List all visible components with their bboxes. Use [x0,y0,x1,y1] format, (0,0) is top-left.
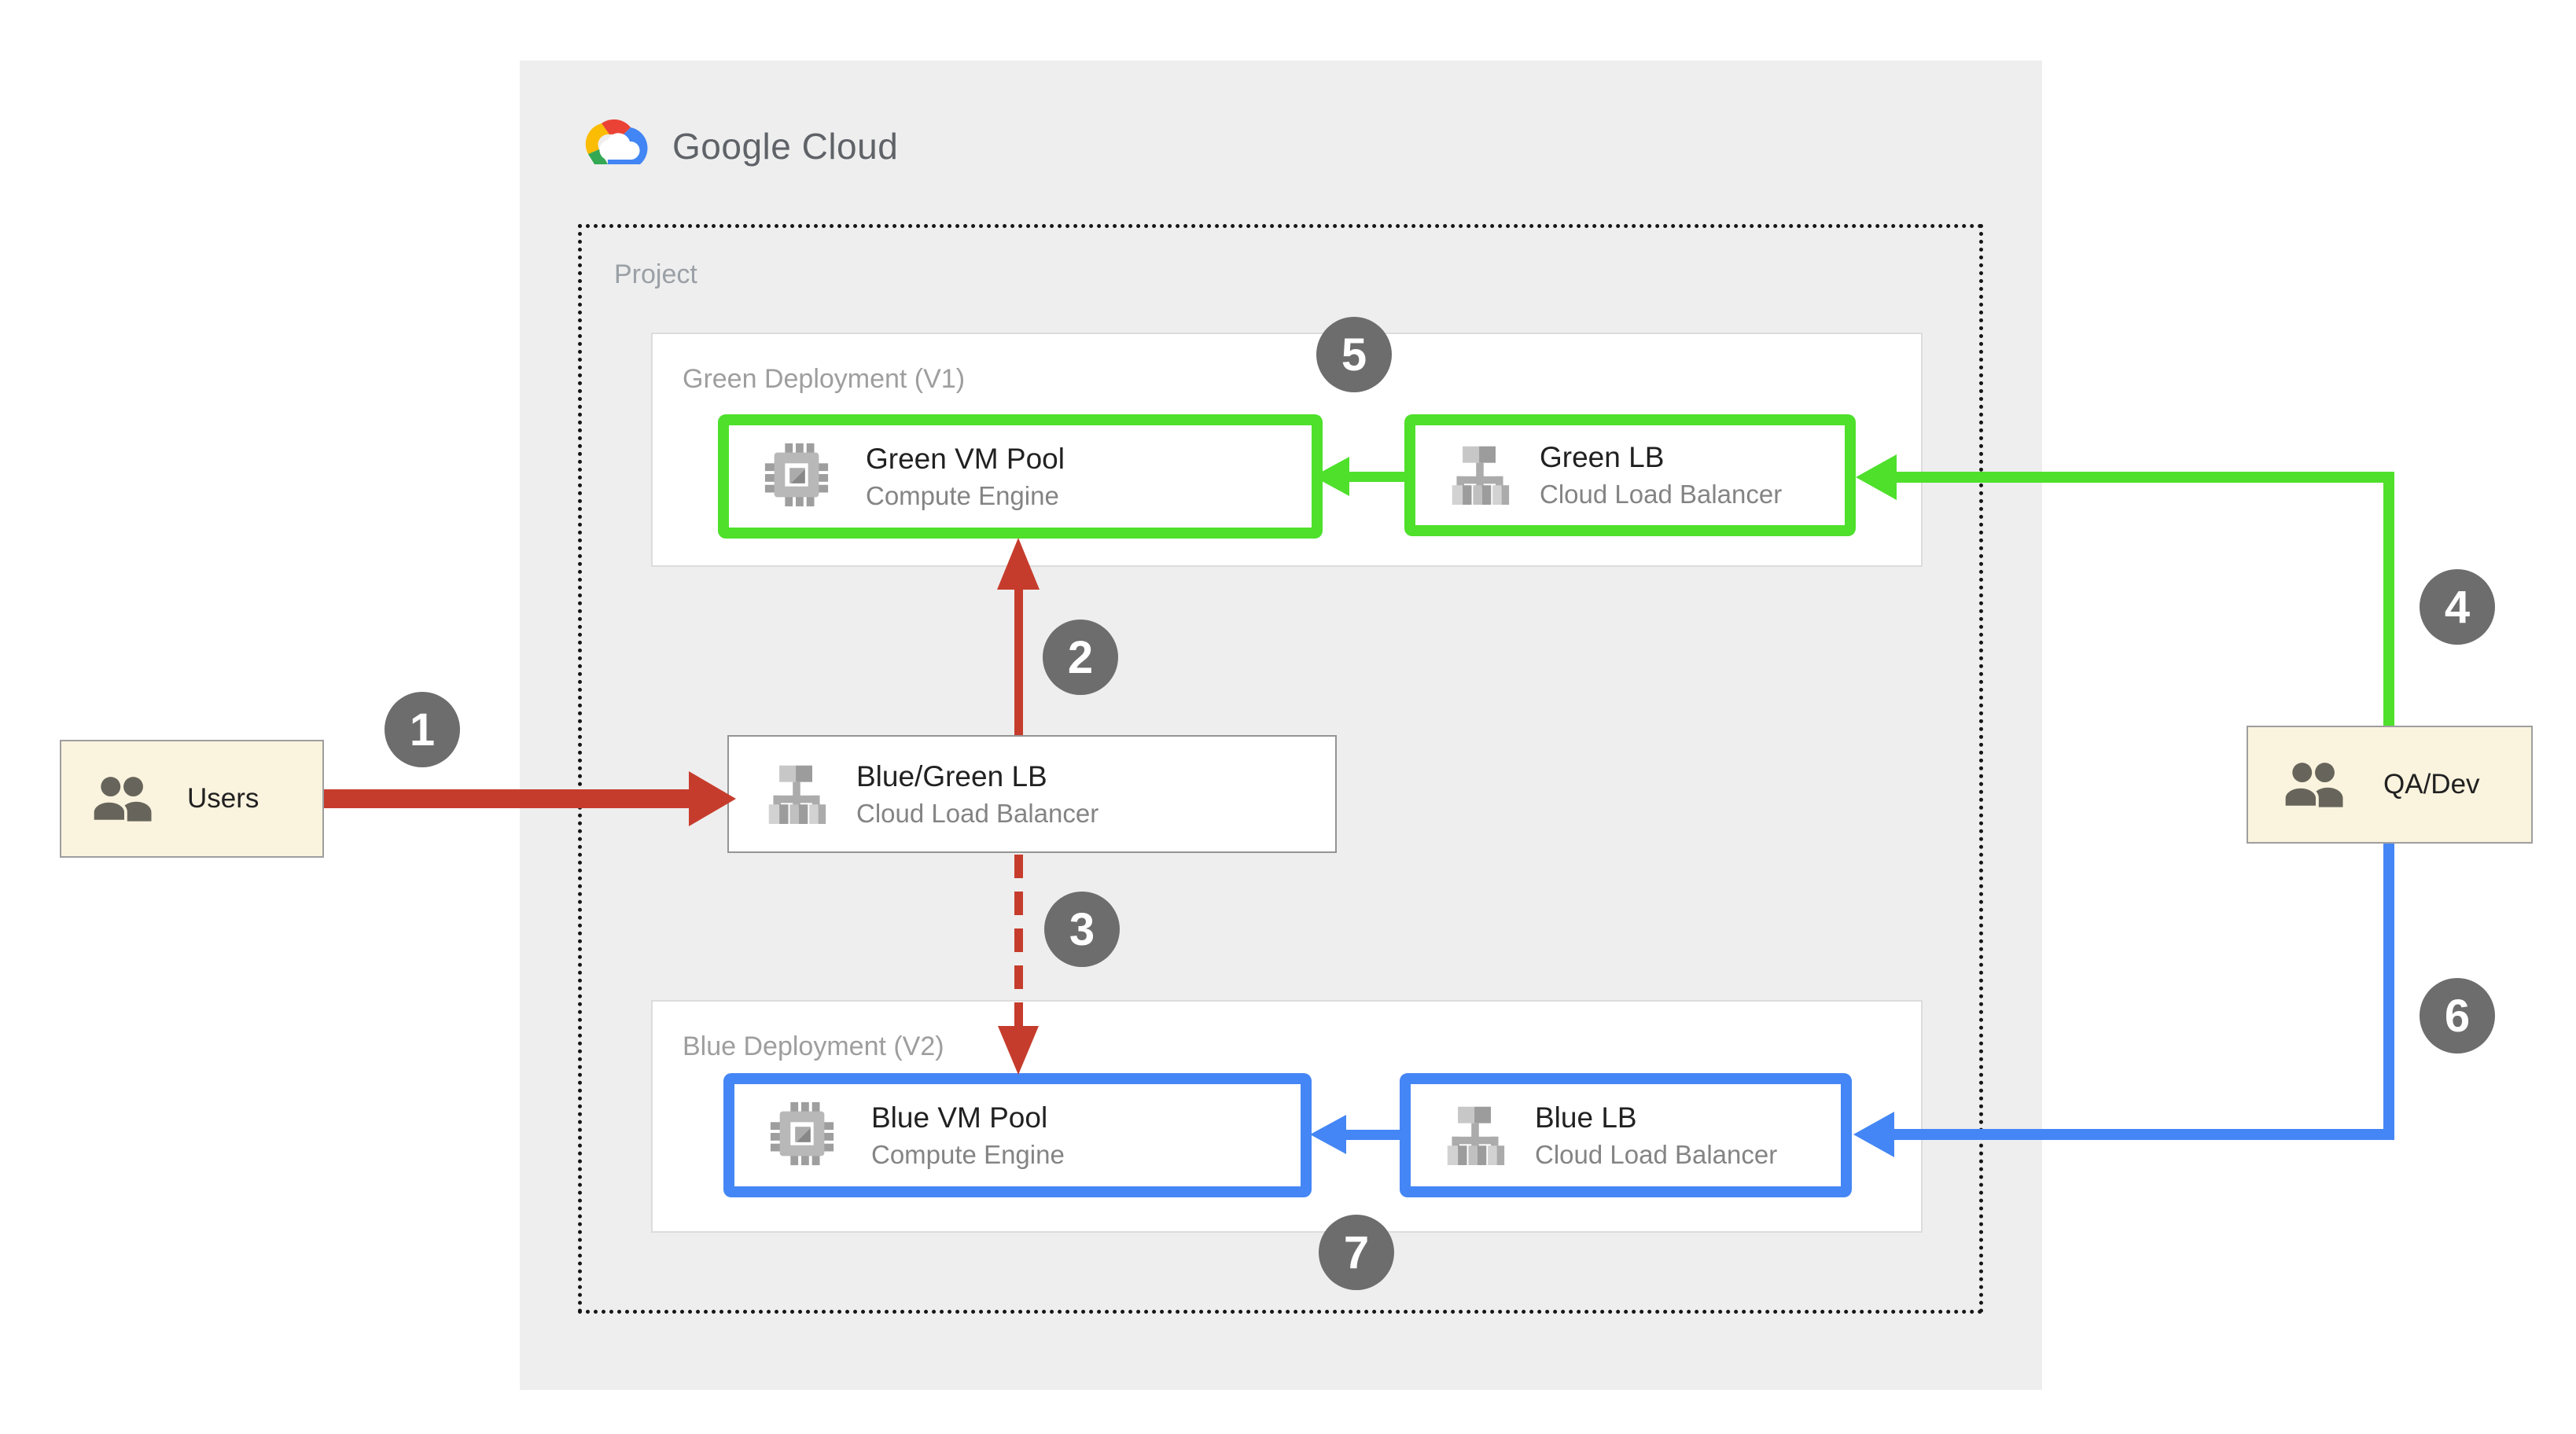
qa-dev-label: QA/Dev [2383,769,2480,800]
google-cloud-logo-text: Google Cloud [672,125,899,167]
qa-to-green-lb-vertical-line [2383,472,2394,726]
green-vm-pool-node: Green VM Pool Compute Engine [718,414,1323,539]
users-label: Users [187,783,259,814]
lb-to-blue-vm-arrow-head [998,1026,1039,1075]
users-actor-box: Users [60,740,324,858]
qa-to-blue-lb-vertical-line [2383,844,2394,1140]
load-balancer-icon [1444,442,1516,509]
blue-lb-subtitle: Cloud Load Balancer [1535,1139,1778,1169]
green-vm-pool-title: Green VM Pool [866,442,1065,475]
blue-lb-node: Blue LB Cloud Load Balancer [1400,1073,1852,1197]
google-cloud-logo-icon [578,112,657,180]
qa-dev-actor-box: QA/Dev [2247,726,2533,844]
lb-to-blue-vm-dashed-line [1014,855,1023,1026]
users-icon [2280,755,2352,815]
step-badge-4: 4 [2420,569,2495,645]
google-cloud-logo: Google Cloud [578,112,898,180]
load-balancer-icon [760,761,833,828]
blue-vm-pool-subtitle: Compute Engine [871,1139,1065,1169]
green-lb-to-vm-arrow-head [1313,457,1349,496]
blue-lb-to-vm-arrow-head [1310,1115,1346,1154]
green-deployment-label: Green Deployment (V1) [683,364,966,394]
compute-engine-icon [762,440,831,513]
users-to-lb-arrow-head [689,771,736,826]
step-badge-7: 7 [1319,1215,1394,1290]
green-lb-title: Green LB [1540,441,1665,473]
qa-to-green-lb-horizontal-line [1895,472,2394,483]
blue-lb-to-vm-arrow-line [1345,1130,1400,1140]
step-badge-5: 5 [1316,317,1392,392]
blue-deployment-label: Blue Deployment (V2) [683,1031,944,1061]
compute-engine-icon [767,1099,837,1172]
step-badge-2: 2 [1043,620,1118,695]
blue-vm-pool-title: Blue VM Pool [871,1101,1048,1134]
qa-to-green-lb-arrow-head [1856,454,1897,500]
green-lb-subtitle: Cloud Load Balancer [1540,480,1783,509]
users-icon [88,769,160,829]
lb-to-green-vm-arrow-line [1014,588,1023,735]
lb-to-green-vm-arrow-head [997,538,1040,590]
blue-green-lb-title: Blue/Green LB [856,759,1047,792]
blue-green-lb-subtitle: Cloud Load Balancer [856,798,1099,828]
qa-to-blue-lb-arrow-head [1853,1112,1894,1157]
green-lb-to-vm-arrow-line [1348,472,1406,482]
step-badge-3: 3 [1044,892,1120,967]
blue-vm-pool-node: Blue VM Pool Compute Engine [723,1073,1312,1197]
qa-to-blue-lb-horizontal-line [1893,1129,2394,1140]
load-balancer-icon [1439,1102,1511,1169]
step-badge-1: 1 [385,692,460,767]
step-badge-6: 6 [2420,978,2495,1053]
blue-green-lb-node: Blue/Green LB Cloud Load Balancer [727,735,1337,853]
project-boundary [578,224,1983,1314]
blue-lb-title: Blue LB [1535,1101,1637,1134]
green-lb-node: Green LB Cloud Load Balancer [1404,414,1856,536]
green-vm-pool-subtitle: Compute Engine [866,480,1059,510]
project-label: Project [614,259,697,289]
users-to-lb-arrow-line [324,789,692,808]
